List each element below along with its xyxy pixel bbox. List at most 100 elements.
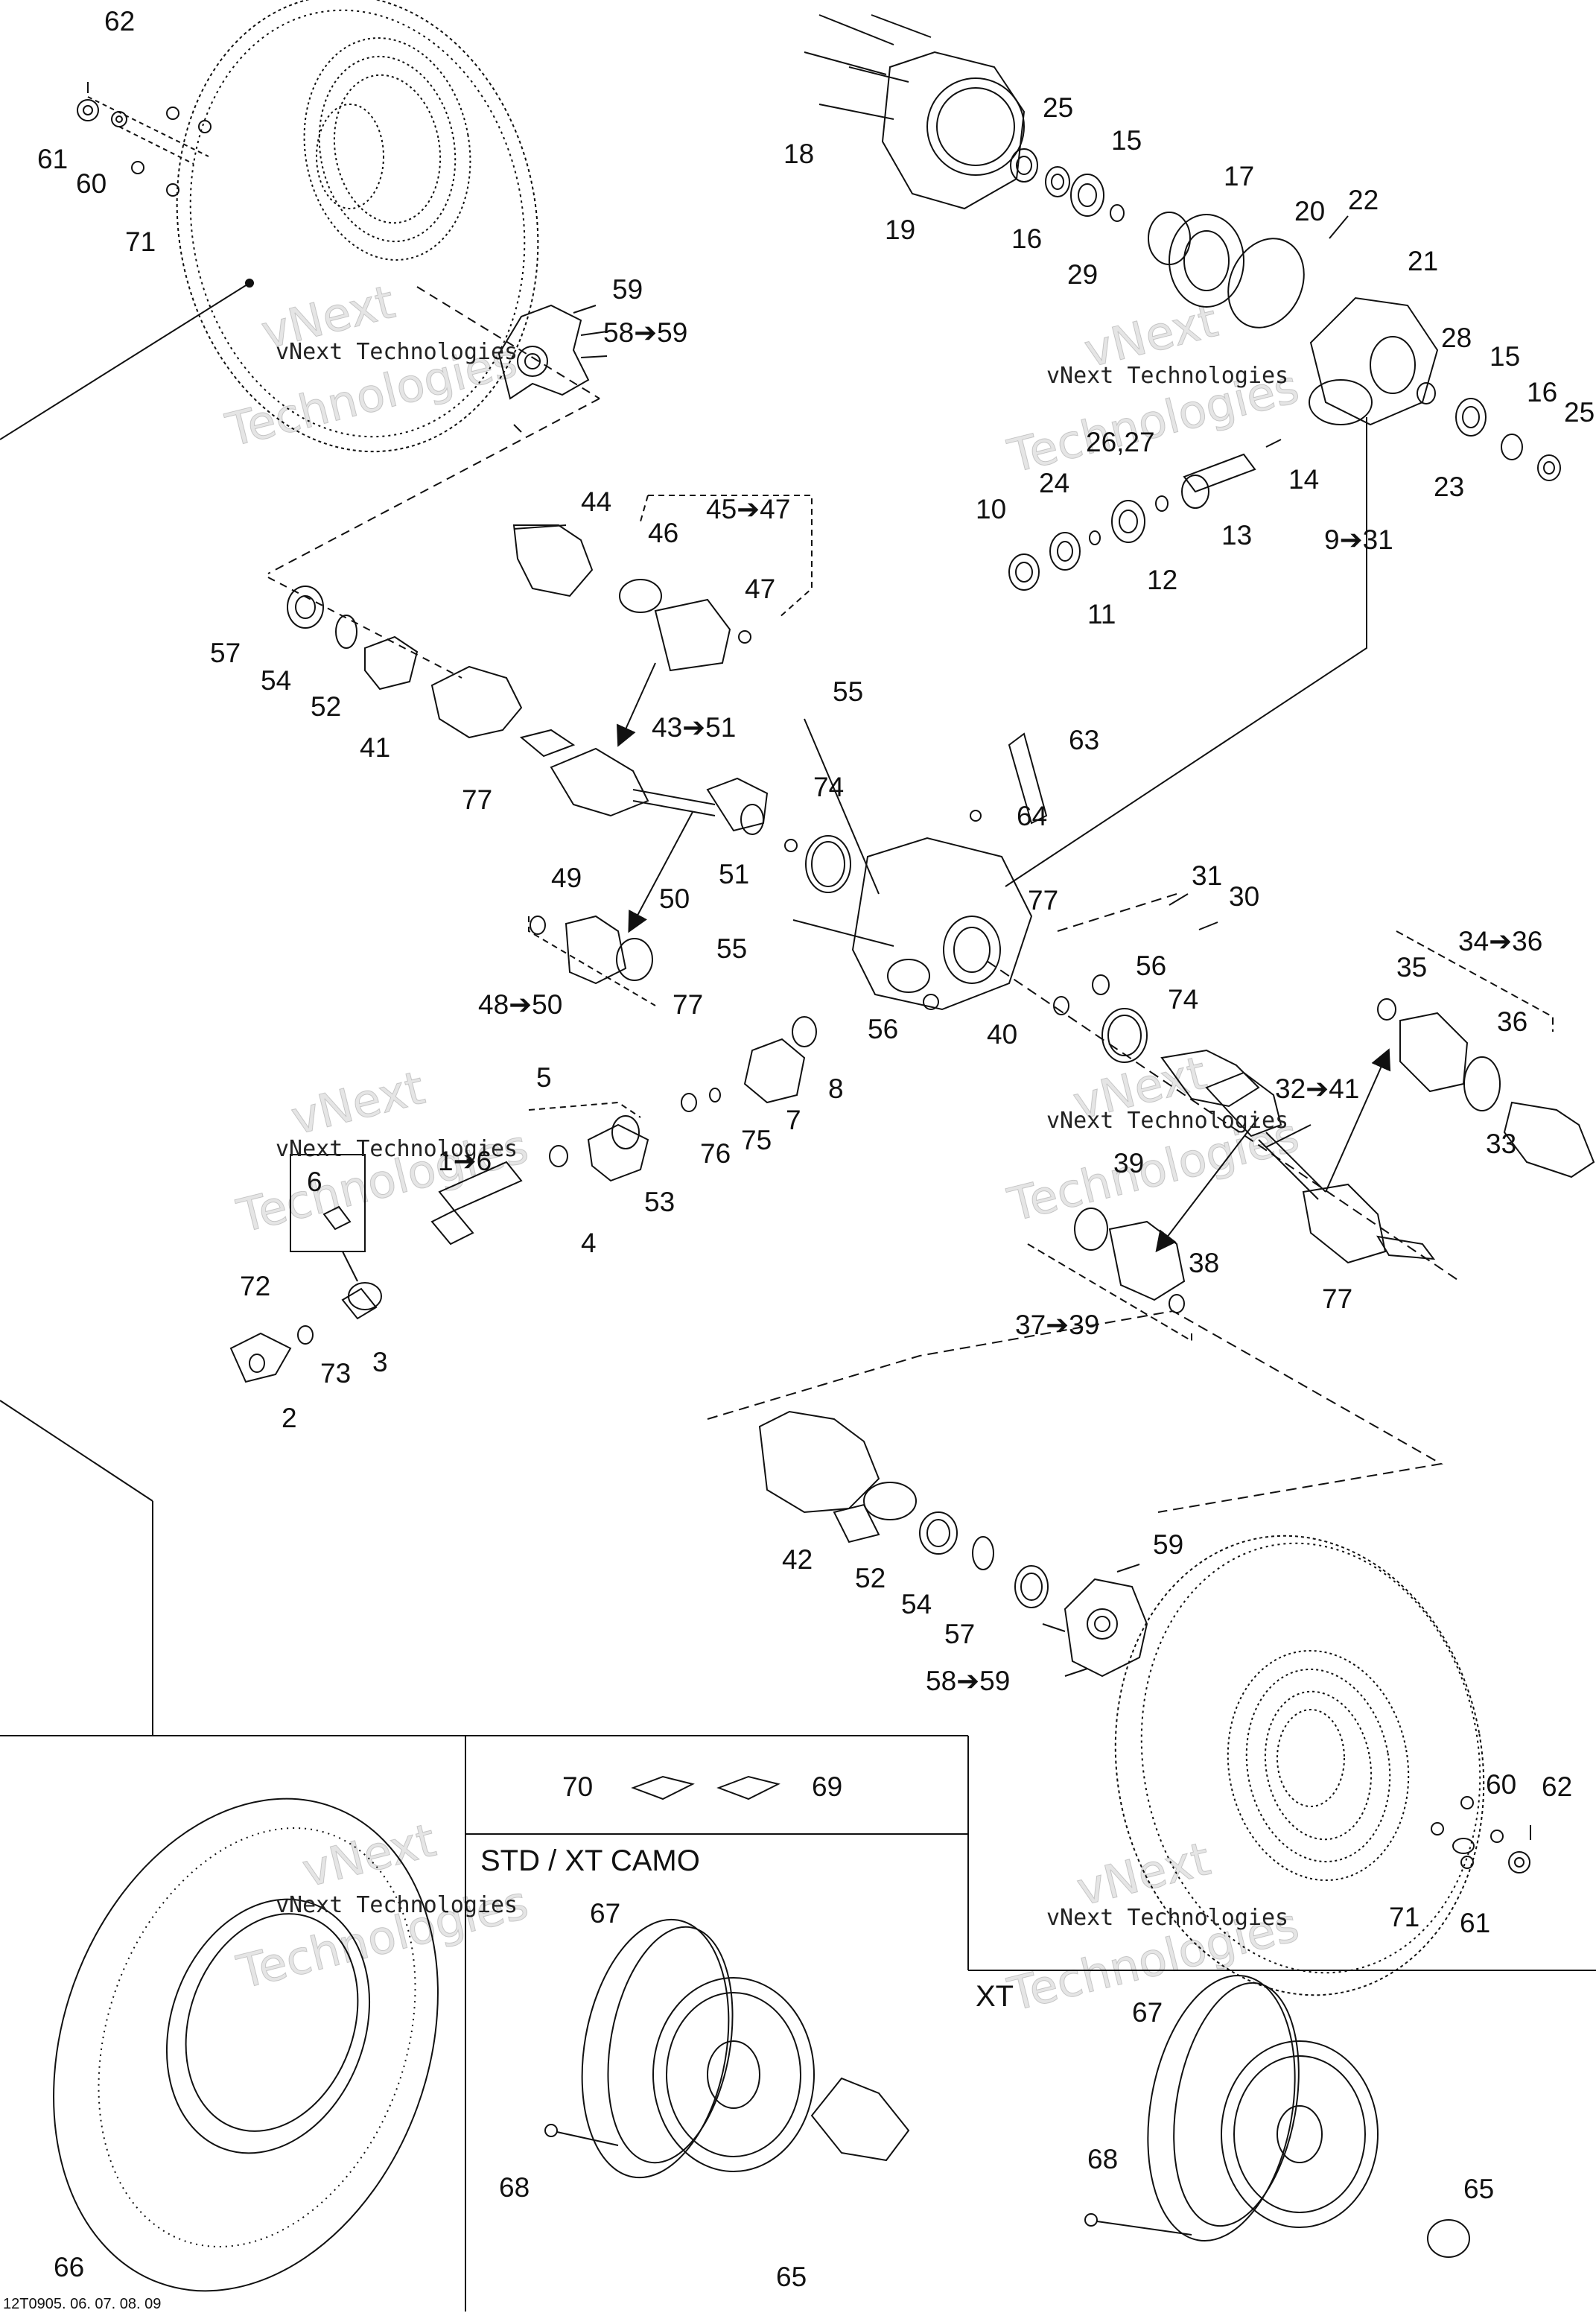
callout-43-51: 43➔51: [652, 712, 737, 743]
callout-76: 76: [700, 1138, 731, 1169]
callout-15b: 15: [1490, 341, 1521, 372]
callout-68b: 68: [1087, 2144, 1119, 2174]
callout-25: 25: [1043, 92, 1074, 123]
callout-13: 13: [1221, 520, 1253, 551]
callout-25b: 25: [1564, 397, 1595, 428]
callout-67: 67: [590, 1898, 621, 1929]
callout-39: 39: [1113, 1148, 1145, 1178]
callout-47: 47: [745, 574, 776, 604]
callout-10: 10: [976, 494, 1007, 524]
boot-kit-middle-left: [528, 915, 656, 1006]
callout-58-59: 58➔59: [603, 317, 688, 348]
callout-44: 44: [581, 486, 612, 517]
callout-3: 3: [372, 1347, 388, 1377]
callout-15: 15: [1111, 125, 1142, 156]
callout-74: 74: [813, 772, 845, 802]
callout-26-27: 26,27: [1086, 427, 1155, 457]
callout-41: 41: [360, 732, 391, 763]
callout-40: 40: [987, 1019, 1018, 1050]
bearings-right: [1417, 382, 1561, 481]
callout-70: 70: [562, 1771, 594, 1802]
callout-12: 12: [1147, 565, 1178, 595]
callout-22: 22: [1348, 185, 1379, 215]
callout-69: 69: [812, 1771, 843, 1802]
callout-28: 28: [1441, 323, 1472, 353]
callout-5: 5: [536, 1062, 552, 1093]
callout-62b: 62: [1542, 1771, 1573, 1802]
callout-62: 62: [104, 6, 136, 37]
callout-36: 36: [1497, 1006, 1528, 1037]
callout-4: 4: [581, 1228, 597, 1258]
aluminum-rim-xt: [1084, 1974, 1470, 2258]
callout-18: 18: [783, 139, 815, 169]
callout-72: 72: [240, 1271, 271, 1301]
callout-30: 30: [1229, 881, 1260, 912]
callout-51: 51: [719, 859, 750, 889]
callout-75: 75: [741, 1125, 772, 1155]
rear-wheel-top-left: [0, 0, 539, 453]
callout-32-41: 32➔41: [1275, 1073, 1360, 1104]
knuckle-lower: [758, 1410, 1049, 1608]
callout-9-31: 9➔31: [1324, 524, 1393, 555]
bearings-seals-top: [1010, 148, 1125, 222]
boot-kit-right-upper: [1377, 930, 1595, 1178]
callout-59b: 59: [1153, 1529, 1184, 1560]
callout-37-39: 37➔39: [1015, 1310, 1100, 1340]
drawing-code: 12T0905. 06. 07. 08. 09: [3, 2296, 162, 2312]
callout-33: 33: [1486, 1129, 1517, 1159]
callout-24: 24: [1039, 468, 1070, 498]
callout-65b: 65: [1463, 2174, 1495, 2204]
callout-74b: 74: [1168, 984, 1199, 1015]
callout-19: 19: [885, 215, 916, 245]
callout-49: 49: [551, 863, 582, 893]
tire: [53, 1798, 439, 2292]
universal-joint: [229, 1154, 382, 1383]
callout-17: 17: [1224, 161, 1255, 191]
callout-23: 23: [1434, 472, 1465, 502]
callout-71: 71: [125, 226, 156, 257]
rear-differential-housing-top: [804, 14, 1026, 210]
callout-73: 73: [320, 1358, 352, 1389]
std-xt-camo-title: STD / XT CAMO: [480, 1844, 700, 1877]
callout-60: 60: [76, 168, 107, 199]
propeller-shaft-front: [430, 1016, 817, 1246]
watermark-text: vNext Technologies: [276, 1892, 518, 1918]
bottom-panels: [0, 1400, 1596, 2312]
bearing-knuckle-left: [267, 577, 523, 739]
callout-7: 7: [786, 1105, 801, 1135]
callout-20: 20: [1294, 196, 1326, 226]
callout-16b: 16: [1527, 377, 1558, 407]
callout-2: 2: [282, 1403, 297, 1433]
seal-right-diff: [1053, 893, 1218, 1063]
callout-55b: 55: [716, 933, 748, 964]
callout-63: 63: [1069, 725, 1100, 755]
callout-68: 68: [499, 2172, 530, 2203]
watermark-text: vNext Technologies: [276, 1136, 518, 1162]
o-ring: [1227, 238, 1305, 329]
callout-56: 56: [1136, 951, 1167, 981]
wheel-nuts-top-left: [77, 82, 212, 197]
wheel-weights: [631, 1775, 780, 1800]
callout-60b: 60: [1486, 1769, 1517, 1800]
callout-77: 77: [462, 784, 493, 815]
cover-housing: [1309, 215, 1439, 426]
steel-rim-std: [544, 1918, 910, 2179]
front-differential-center: [792, 718, 1048, 1011]
callout-64: 64: [1017, 801, 1048, 831]
callout-52b: 52: [855, 1563, 886, 1593]
callout-50: 50: [659, 883, 690, 914]
callout-48-50: 48➔50: [478, 989, 563, 1020]
callout-46: 46: [648, 518, 679, 548]
callout-61b: 61: [1460, 1908, 1491, 1938]
callout-16: 16: [1011, 223, 1043, 254]
callout-57: 57: [210, 638, 241, 668]
callout-1-6: 1➔6: [438, 1146, 492, 1176]
callout-77d: 77: [1322, 1284, 1353, 1314]
callout-38: 38: [1189, 1248, 1220, 1278]
pinion-shaft: [1008, 439, 1282, 591]
callout-54: 54: [261, 665, 292, 696]
rear-wheel-lower-right: [1114, 1535, 1531, 1996]
wheel-hub-top-left: [497, 304, 608, 433]
callout-65: 65: [776, 2262, 807, 2292]
callout-58-59b: 58➔59: [926, 1666, 1011, 1696]
